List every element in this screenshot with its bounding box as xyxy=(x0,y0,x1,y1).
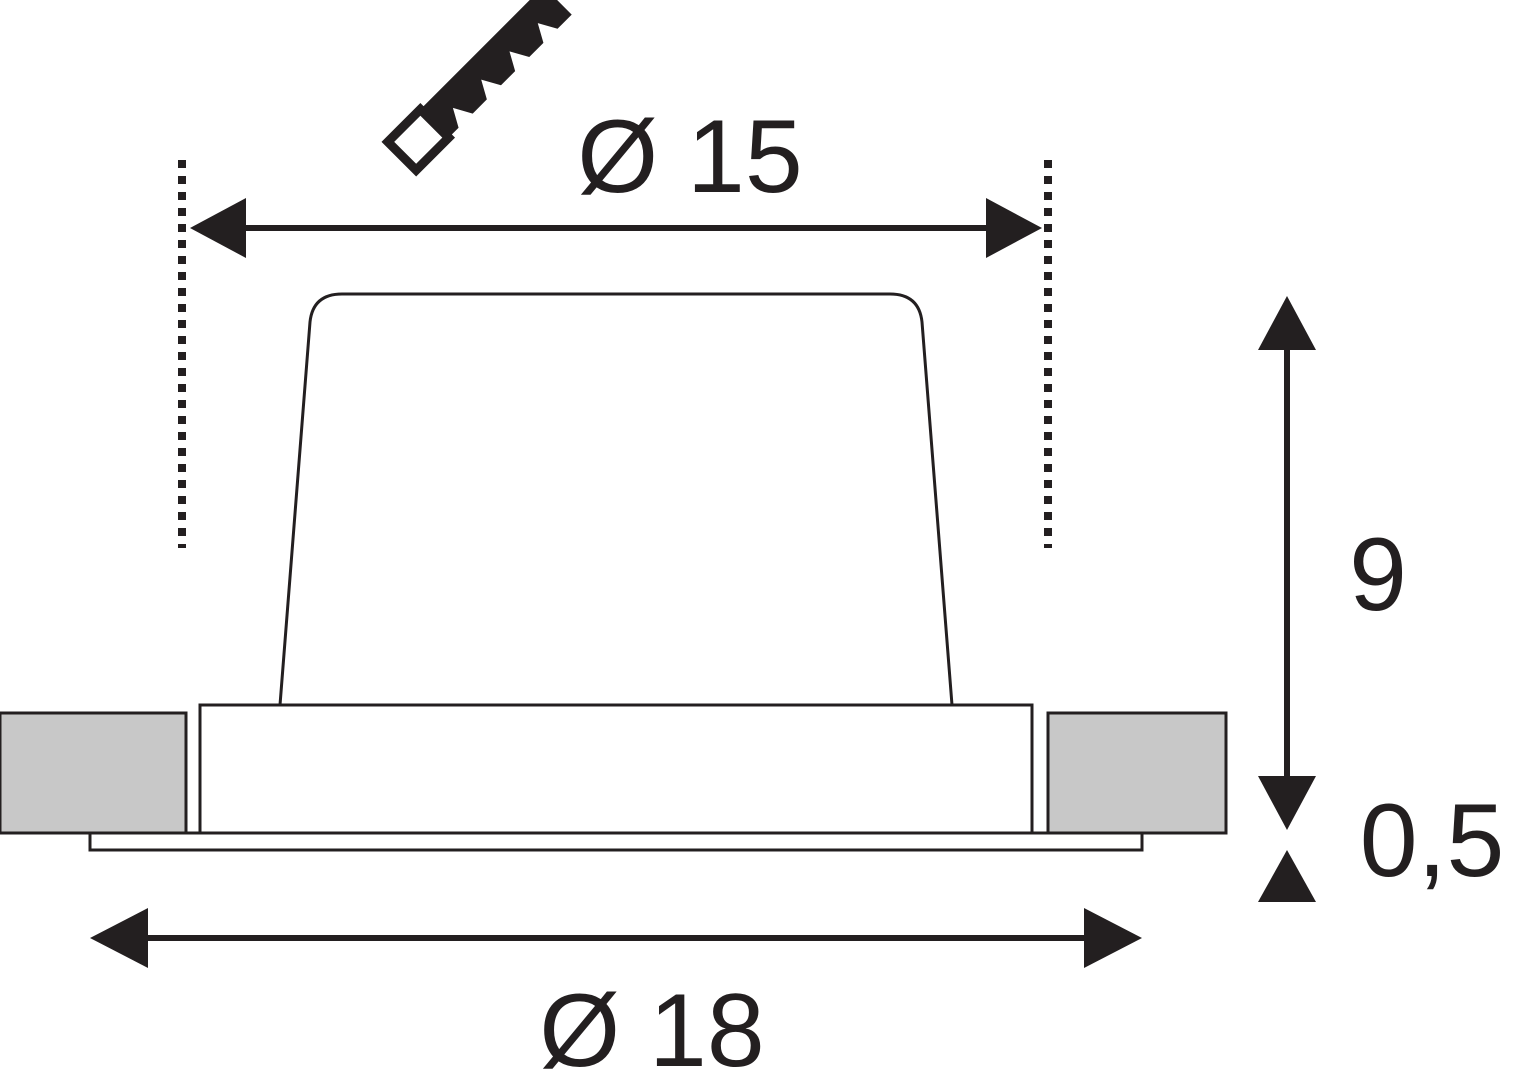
luminaire-mounting-ring xyxy=(198,703,1034,835)
flange-arrow-bottom xyxy=(1258,850,1316,902)
cutout-diameter-dimension: Ø 15 xyxy=(190,99,1042,258)
cutout-extension-lines xyxy=(178,160,1052,548)
cutout-arrow-left xyxy=(190,198,246,258)
luminaire-housing xyxy=(278,292,954,707)
ceiling-board-left xyxy=(0,711,188,835)
height-arrow-top xyxy=(1258,296,1316,350)
flange-thickness-label: 0,5 xyxy=(1360,783,1505,899)
ceiling-board xyxy=(0,711,1228,835)
saw-icon xyxy=(381,0,572,177)
height-arrow-bottom xyxy=(1258,776,1316,830)
cutout-arrow-right xyxy=(986,198,1042,258)
cutout-diameter-label: Ø 15 xyxy=(577,99,802,215)
luminaire xyxy=(88,292,1144,852)
ceiling-board-right xyxy=(1046,711,1228,835)
height-label: 9 xyxy=(1349,517,1407,633)
flange-thickness-dimension: 0,5 xyxy=(1258,783,1504,902)
outer-arrow-left xyxy=(90,908,148,968)
height-dimension: 9 xyxy=(1258,296,1407,830)
outer-diameter-dimension: Ø 18 xyxy=(90,908,1142,1082)
luminaire-flange xyxy=(88,831,1144,852)
outer-diameter-label: Ø 18 xyxy=(539,973,764,1082)
outer-arrow-right xyxy=(1084,908,1142,968)
